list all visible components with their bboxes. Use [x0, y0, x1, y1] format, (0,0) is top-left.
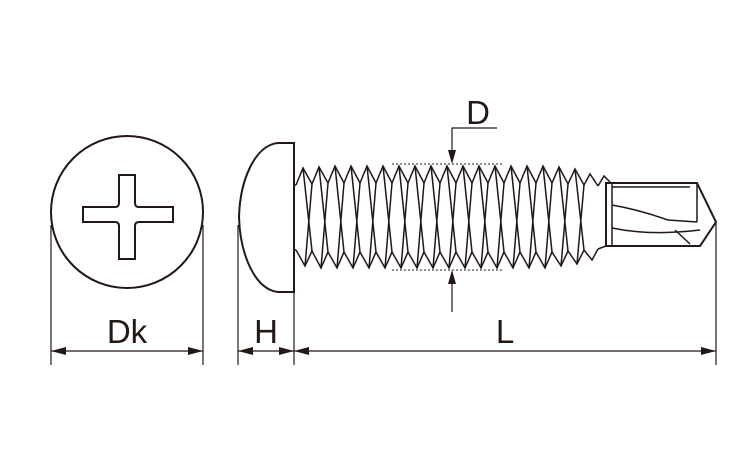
threaded-shank	[294, 163, 599, 271]
drill-point	[597, 174, 718, 250]
dk-arrow-right	[188, 347, 203, 355]
d-arrow-bottom	[448, 270, 456, 284]
dimension-h: H	[237, 225, 295, 365]
dimension-l: L	[294, 222, 717, 365]
head-circle	[50, 135, 204, 289]
thread-flanks	[302, 165, 585, 269]
h-arrow-right	[279, 347, 294, 355]
d-label: D	[466, 94, 490, 131]
h-arrow-left	[238, 347, 253, 355]
d-leader-top	[451, 127, 497, 160]
dimension-d: D	[448, 94, 497, 312]
l-arrow-right	[701, 347, 716, 355]
h-label: H	[254, 313, 278, 350]
l-arrow-left	[294, 347, 309, 355]
phillips-recess	[82, 174, 174, 260]
dimension-dk: Dk	[50, 225, 204, 365]
head-side-view	[237, 142, 295, 293]
dk-label: Dk	[107, 313, 148, 350]
d-arrow-top	[448, 150, 456, 164]
l-label: L	[496, 313, 514, 350]
pan-head	[237, 142, 295, 293]
head-top-view	[50, 135, 204, 289]
dk-arrow-left	[51, 347, 66, 355]
